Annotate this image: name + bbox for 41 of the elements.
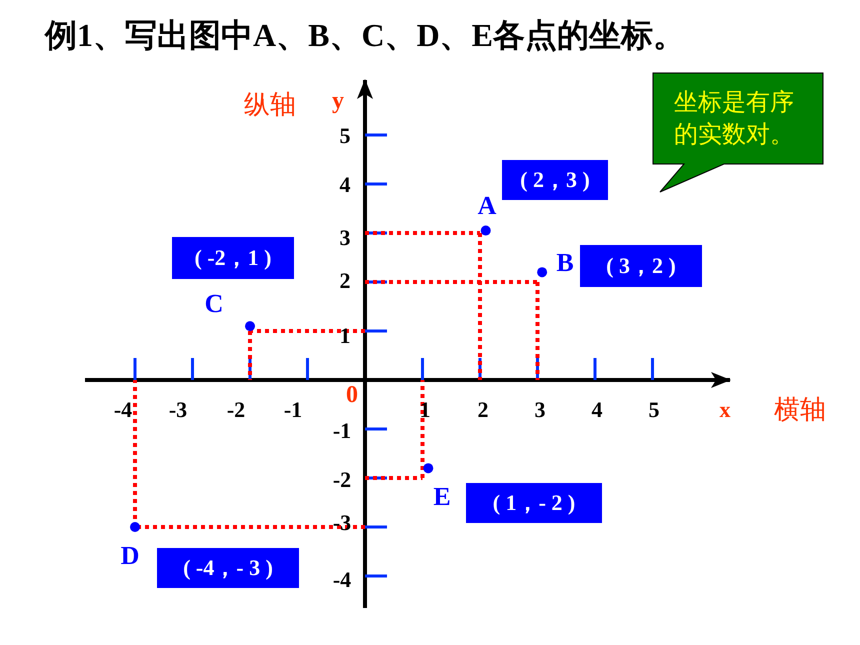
coordinate-box — [502, 160, 608, 200]
speech-bubble — [652, 72, 824, 194]
coordinate-box — [466, 483, 602, 523]
point-label: D — [120, 543, 140, 569]
point-label: A — [478, 193, 496, 219]
axis-label: 1 — [340, 325, 350, 347]
axis-label: 3 — [340, 227, 350, 249]
axis-label: 2 — [478, 399, 488, 421]
point-label: C — [204, 291, 224, 317]
title: 例1、写出图中A、B、C、D、E各点的坐标。 — [45, 16, 686, 55]
axis-label: 4 — [340, 174, 350, 196]
coordinate-box — [580, 245, 702, 287]
coordinate-text: ( -4，- 3 ) — [183, 554, 273, 582]
coordinate-box — [172, 237, 294, 279]
axis-label: -4 — [332, 569, 352, 591]
point-label: B — [556, 250, 574, 276]
axis-label: 横轴 — [774, 397, 826, 423]
axis-label: -1 — [284, 399, 302, 421]
point-label: E — [433, 484, 451, 510]
axis-label: -2 — [332, 469, 352, 491]
axis-label: 3 — [534, 399, 546, 421]
axis-label: -4 — [114, 399, 132, 421]
axis-label: x — [720, 399, 730, 421]
axis-label: -2 — [226, 399, 246, 421]
axis-label: -3 — [332, 512, 352, 534]
axis-label: 5 — [648, 399, 660, 421]
axis-label: 纵轴 — [244, 92, 296, 118]
axis-label: 1 — [420, 399, 430, 421]
axis-label: 0 — [346, 383, 358, 407]
note-text: 坐标是有序的实数对。 — [674, 87, 795, 150]
coordinate-text: ( 3，2 ) — [606, 252, 676, 280]
axis-label: 5 — [340, 125, 350, 147]
axis-label: 2 — [340, 270, 350, 292]
axis-label: y — [332, 89, 344, 113]
axis-label: 4 — [592, 399, 602, 421]
axis-label: -3 — [168, 399, 188, 421]
coordinate-text: ( -2，1 ) — [194, 244, 272, 272]
coordinate-text: ( 2，3 ) — [520, 166, 590, 194]
coordinate-box — [157, 548, 299, 588]
coordinate-text: ( 1，- 2 ) — [492, 489, 576, 517]
axis-label: -1 — [332, 420, 352, 442]
